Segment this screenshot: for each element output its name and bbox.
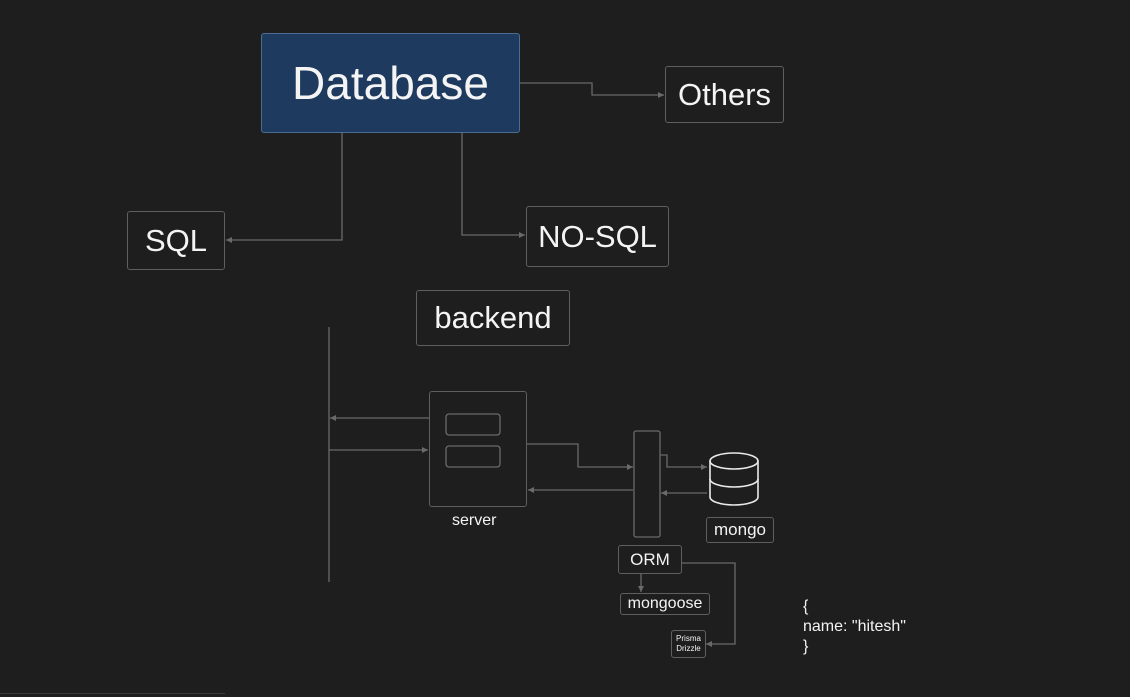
bottom-edge-line xyxy=(0,693,225,694)
sql-label: SQL xyxy=(144,222,208,258)
backend-node[interactable]: backend xyxy=(416,290,570,346)
edge-orm-mongo xyxy=(660,454,707,470)
drizzle-label: Drizzle xyxy=(676,644,701,653)
orm-connector-bar xyxy=(633,430,661,538)
database-label: Database xyxy=(292,57,489,109)
orm-label: ORM xyxy=(630,549,670,569)
mongoose-node[interactable]: mongoose xyxy=(620,593,710,615)
mongo-node[interactable]: mongo xyxy=(706,517,774,543)
database-cylinder-icon xyxy=(709,452,759,506)
mongo-label: mongo xyxy=(714,520,766,539)
others-label: Others xyxy=(677,76,772,112)
edge-database-sql xyxy=(226,133,343,243)
server-label: server xyxy=(452,512,497,529)
edge-orm-prisma xyxy=(682,562,736,647)
edge-database-others xyxy=(520,82,664,98)
server-slot-top xyxy=(445,413,501,436)
prisma-label: Prisma xyxy=(676,634,701,643)
json-note-open-brace: { xyxy=(803,598,809,615)
json-note-close-brace: } xyxy=(803,638,809,655)
mongoose-label: mongoose xyxy=(627,595,703,612)
json-note-body: name: "hitesh" xyxy=(803,618,906,635)
database-node[interactable]: Database xyxy=(261,33,520,133)
backend-label: backend xyxy=(434,300,552,335)
edge-database-nosql xyxy=(461,133,525,238)
orm-node[interactable]: ORM xyxy=(618,545,682,574)
edge-server-orm xyxy=(527,443,633,470)
others-node[interactable]: Others xyxy=(665,66,784,123)
sql-node[interactable]: SQL xyxy=(127,211,225,270)
nosql-node[interactable]: NO-SQL xyxy=(526,206,669,267)
json-note: { name: "hitesh" } xyxy=(803,597,906,657)
server-node[interactable] xyxy=(429,391,527,507)
prisma-drizzle-node[interactable]: Prisma Drizzle xyxy=(671,630,706,658)
server-slot-bottom xyxy=(445,445,501,468)
nosql-label: NO-SQL xyxy=(538,218,657,254)
